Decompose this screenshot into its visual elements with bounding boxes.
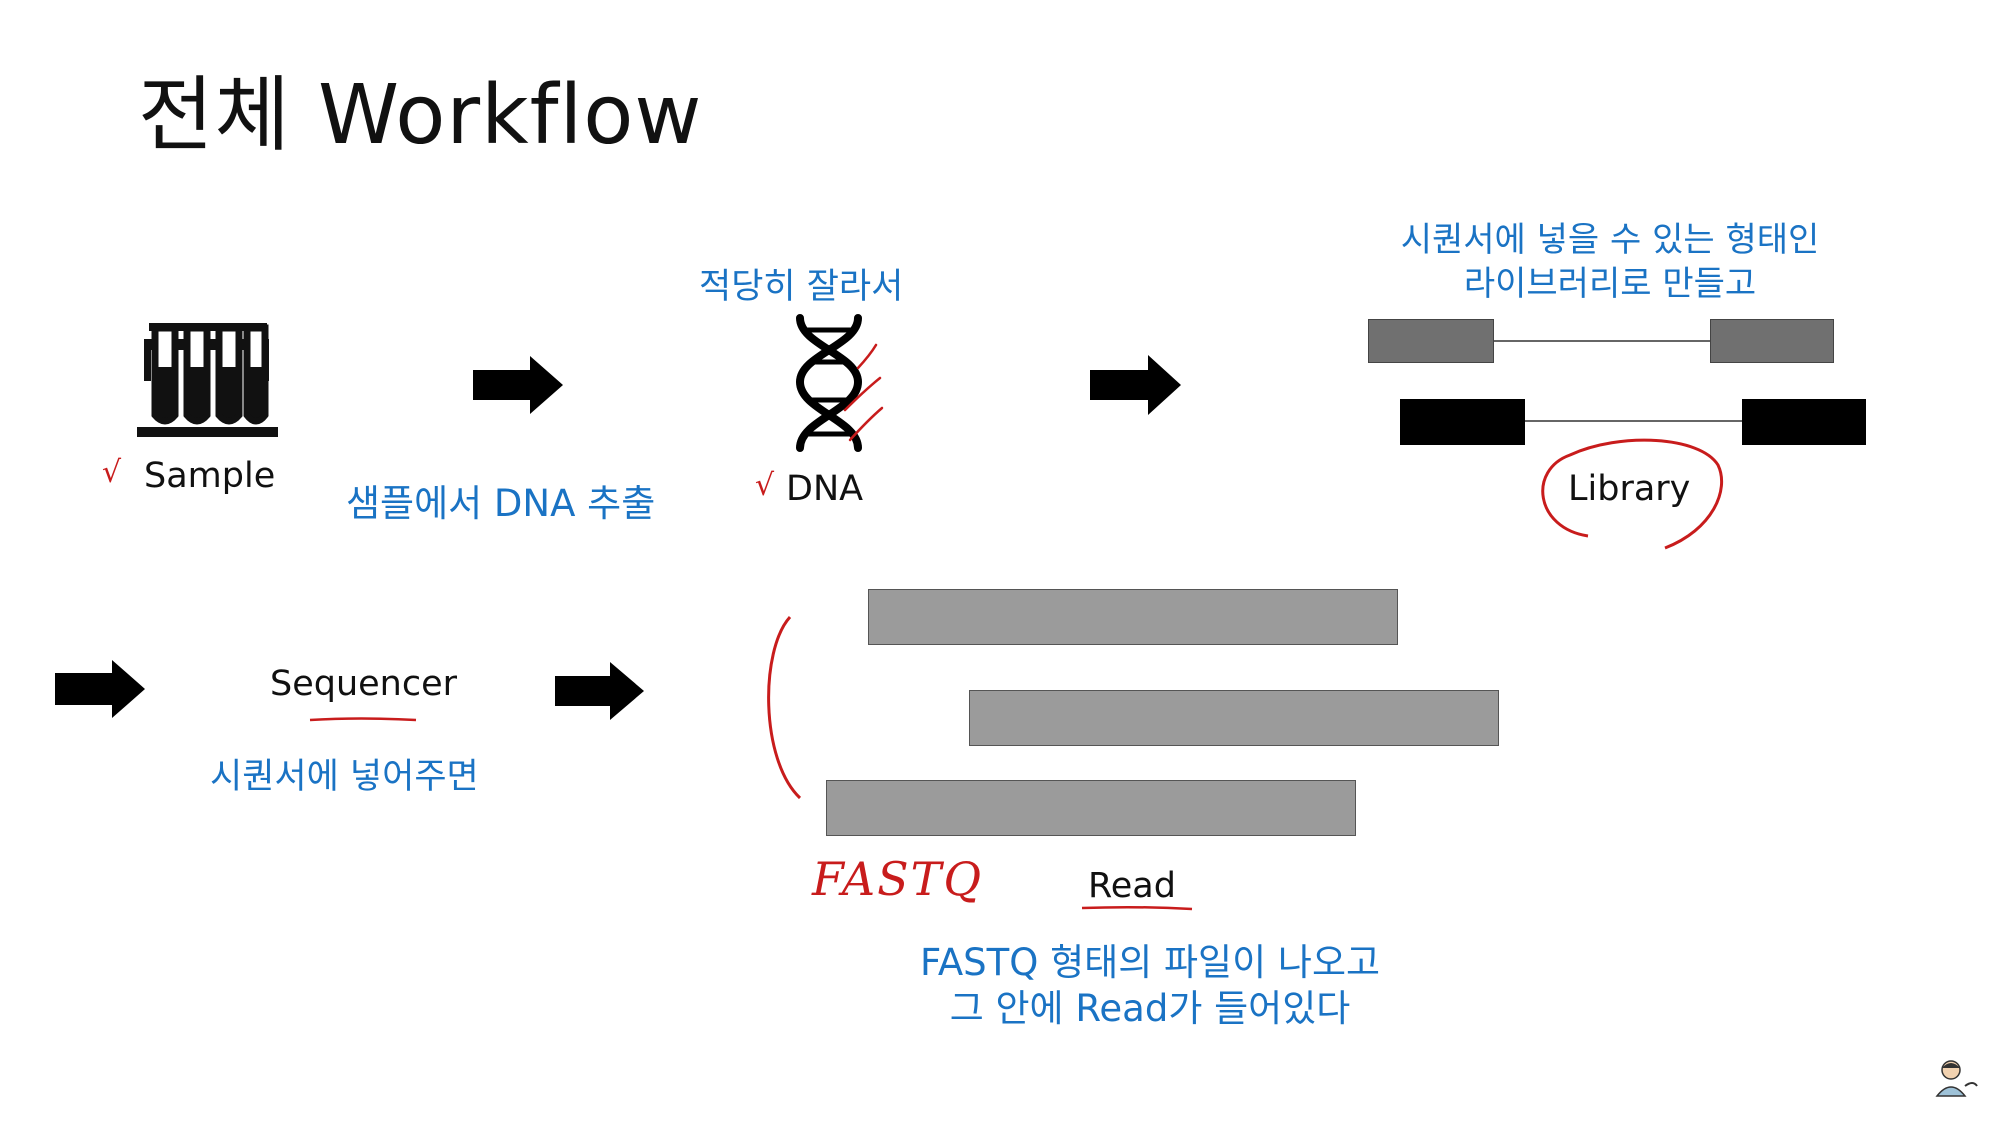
page-title: 전체 Workflow bbox=[138, 68, 703, 163]
library-adapter bbox=[1710, 319, 1834, 363]
read-label: Read bbox=[1088, 866, 1176, 906]
sequencer-underline bbox=[309, 717, 417, 722]
extract-caption: 샘플에서 DNA 추출 bbox=[346, 482, 656, 525]
dna-check-mark: √ bbox=[755, 468, 775, 503]
result-caption-line2: 그 안에 Read가 들어있다 bbox=[949, 987, 1351, 1030]
arrow-right-icon bbox=[55, 660, 145, 718]
arrow-right-icon bbox=[1090, 355, 1181, 415]
read-bracket bbox=[767, 615, 802, 800]
presenter-avatar-icon bbox=[1935, 1060, 1978, 1097]
library-circle bbox=[1541, 438, 1724, 550]
library-label: Library bbox=[1568, 469, 1691, 509]
library-adapter bbox=[1368, 319, 1494, 363]
dna-label: DNA bbox=[786, 469, 864, 509]
arrow-right-icon bbox=[555, 662, 644, 720]
read-underline bbox=[1081, 905, 1193, 911]
read-bar bbox=[868, 589, 1398, 645]
sequencer-caption: 시퀀서에 넣어주면 bbox=[210, 757, 479, 797]
library-caption-line1: 시퀀서에 넣을 수 있는 형태인 bbox=[1400, 220, 1820, 260]
read-bar bbox=[826, 780, 1356, 836]
fastq-annotation: FASTQ bbox=[812, 852, 984, 906]
library-caption-line2: 라이브러리로 만들고 bbox=[1463, 264, 1757, 304]
read-bar bbox=[969, 690, 1499, 746]
sequencer-label: Sequencer bbox=[270, 664, 458, 704]
cut-marks bbox=[843, 343, 884, 442]
sample-check-mark: √ bbox=[102, 455, 122, 490]
test-tubes-icon bbox=[137, 323, 278, 437]
cut-caption: 적당히 잘라서 bbox=[699, 267, 904, 307]
library-adapter bbox=[1742, 399, 1866, 445]
dna-icon bbox=[795, 314, 863, 452]
result-caption-line1: FASTQ 형태의 파일이 나오고 bbox=[919, 941, 1381, 984]
arrow-right-icon bbox=[473, 356, 563, 414]
library-adapter bbox=[1400, 399, 1525, 445]
sample-label: Sample bbox=[144, 456, 276, 496]
